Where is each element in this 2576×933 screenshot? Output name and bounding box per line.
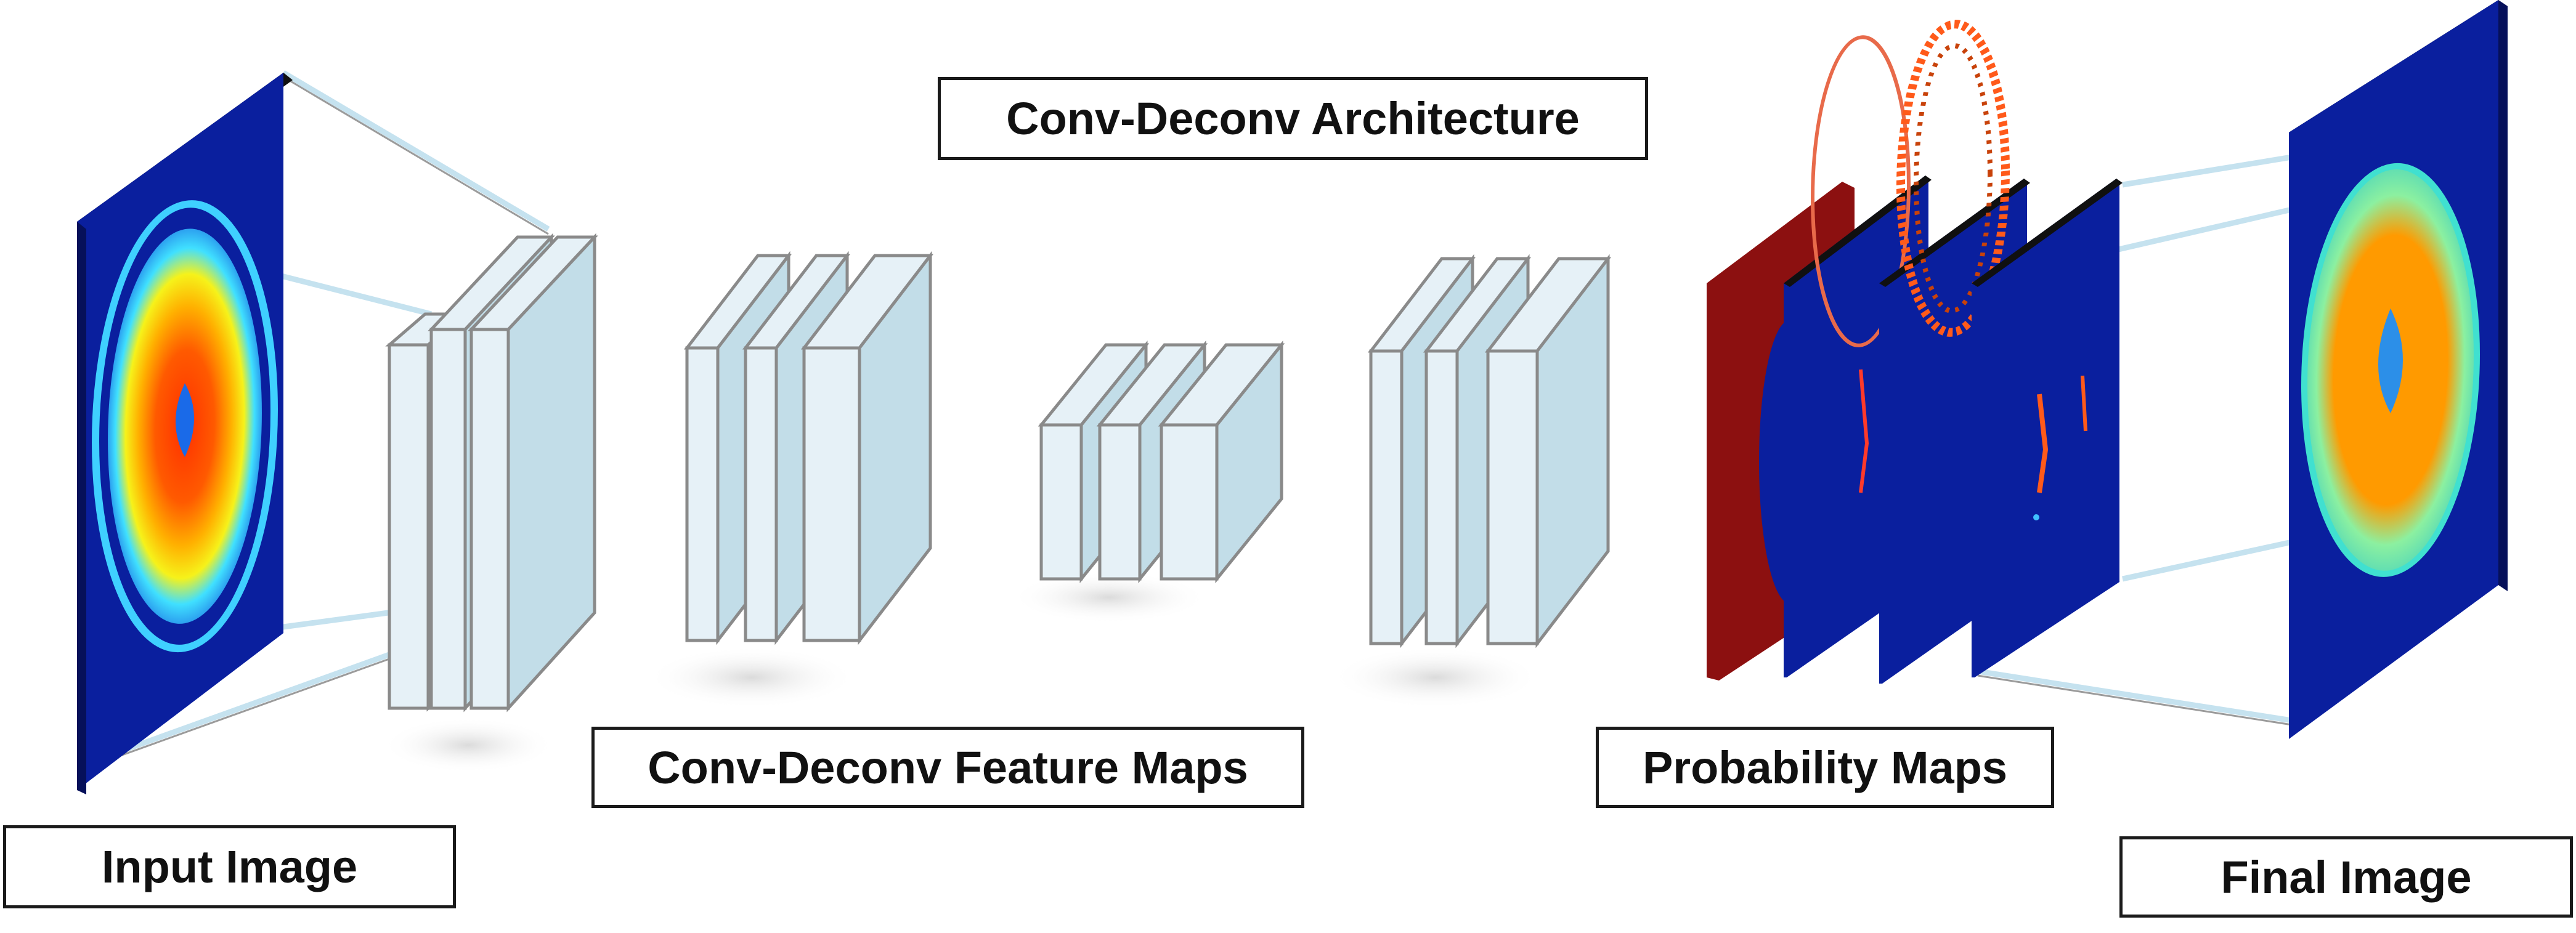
feature-maps-label: Conv-Deconv Feature Maps (591, 727, 1304, 808)
final-ventricle (2378, 308, 2403, 413)
probability-maps (1707, 20, 2123, 684)
conv-block-2 (647, 251, 934, 708)
feature-map (1158, 340, 1285, 584)
output-connector-lines (1970, 154, 2293, 726)
feature-map (468, 233, 598, 713)
probability-map-wm (1972, 179, 2123, 677)
feature-map (1484, 254, 1612, 648)
title-label: Conv-Deconv Architecture (938, 77, 1648, 160)
input-image-label: Input Image (3, 825, 456, 908)
input-image-panel (77, 73, 293, 794)
conv-block-1 (382, 233, 598, 773)
feature-map (800, 251, 934, 645)
conv-block-bottleneck (1010, 340, 1285, 623)
final-image-label: Final Image (2119, 836, 2573, 918)
final-image-panel (2289, 0, 2508, 739)
deconv-block (1331, 254, 1612, 708)
input-skull-ring (92, 200, 278, 653)
probability-maps-label: Probability Maps (1596, 727, 2054, 808)
input-ventricle (176, 383, 194, 458)
